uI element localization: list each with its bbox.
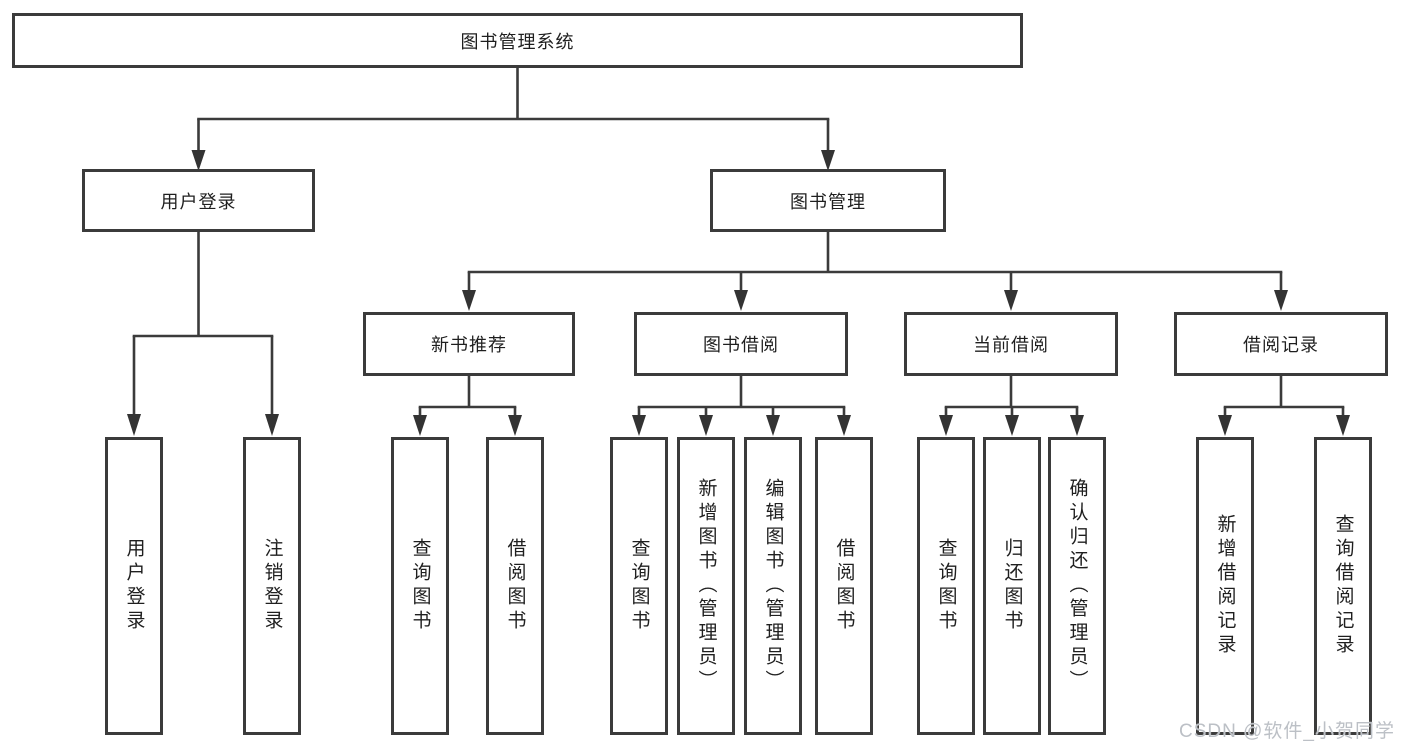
leaf-user-login: 用户登录: [105, 437, 163, 735]
leaf-logout: 注销登录: [243, 437, 301, 735]
leaf-label: 新增借阅记录: [1214, 514, 1236, 658]
leaf-label: 注销登录: [261, 538, 283, 634]
node-user-login: 用户登录: [82, 169, 315, 232]
leaf-add-borrow-record: 新增借阅记录: [1196, 437, 1254, 735]
leaf-label: 查询图书: [628, 538, 650, 634]
node-book-borrowing: 图书借阅: [634, 312, 848, 376]
leaf-label: 查询图书: [935, 538, 957, 634]
leaf-label: 借阅图书: [833, 538, 855, 634]
node-label: 用户登录: [160, 191, 237, 212]
node-label: 图书借阅: [703, 335, 779, 355]
node-label: 图书管理: [790, 191, 866, 212]
leaf-label: 查询图书: [409, 538, 431, 634]
node-label: 借阅记录: [1243, 335, 1319, 355]
node-label: 新书推荐: [431, 335, 507, 355]
leaf-label: 编辑图书（管理员）: [762, 478, 784, 694]
leaf-query-books-current: 查询图书: [917, 437, 975, 735]
node-label: 当前借阅: [973, 335, 1049, 355]
leaf-label: 归还图书: [1001, 538, 1023, 634]
leaf-add-books-admin: 新增图书（管理员）: [677, 437, 735, 735]
csdn-watermark: CSDN @软件_小贺同学: [1179, 721, 1395, 742]
leaf-label: 查询借阅记录: [1332, 514, 1354, 658]
leaf-query-books-recommend: 查询图书: [391, 437, 449, 735]
node-new-book-recommend: 新书推荐: [363, 312, 575, 376]
leaf-query-borrow-record: 查询借阅记录: [1314, 437, 1372, 735]
leaf-label: 确认归还（管理员）: [1066, 478, 1088, 694]
leaf-borrow-books-recommend: 借阅图书: [486, 437, 544, 735]
node-borrowing-records: 借阅记录: [1174, 312, 1388, 376]
leaf-label: 用户登录: [123, 538, 145, 634]
leaf-return-books: 归还图书: [983, 437, 1041, 735]
leaf-borrow-books: 借阅图书: [815, 437, 873, 735]
leaf-label: 借阅图书: [504, 538, 526, 634]
node-current-borrowing: 当前借阅: [904, 312, 1118, 376]
leaf-query-books-borrowing: 查询图书: [610, 437, 668, 735]
node-library-management-system: 图书管理系统: [12, 13, 1023, 68]
leaf-edit-books-admin: 编辑图书（管理员）: [744, 437, 802, 735]
node-book-management: 图书管理: [710, 169, 946, 232]
leaf-label: 新增图书（管理员）: [695, 478, 717, 694]
leaf-confirm-return-admin: 确认归还（管理员）: [1048, 437, 1106, 735]
node-label: 图书管理系统: [460, 31, 575, 52]
